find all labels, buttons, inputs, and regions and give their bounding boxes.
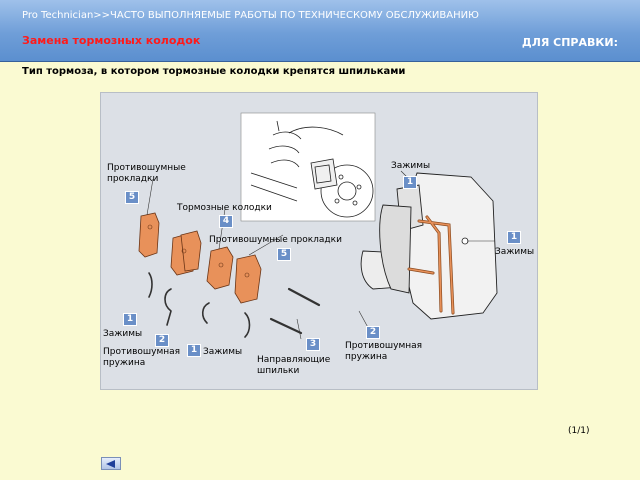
- left-triangle-icon: [106, 460, 115, 468]
- callout-2-right: 2: [366, 326, 380, 339]
- callout-5-mid: 5: [277, 248, 291, 261]
- callout-4: 4: [219, 215, 233, 228]
- label-anti-squeal-shims-mid: Противошумные прокладки: [209, 235, 342, 245]
- header-bar: Pro Technician>>ЧАСТО ВЫПОЛНЯЕМЫЕ РАБОТЫ…: [0, 0, 640, 62]
- back-button[interactable]: [101, 457, 121, 470]
- reference-link[interactable]: ДЛЯ СПРАВКИ:: [521, 36, 618, 49]
- label-clips-left: Зажимы: [103, 329, 143, 339]
- section-subtitle: Тип тормоза, в котором тормозные колодки…: [22, 66, 406, 77]
- label-clips-bottom: Зажимы: [203, 347, 243, 357]
- callout-1-right: 1: [507, 231, 521, 244]
- brake-diagram: Противошумные прокладки Зажимы Тормозные…: [100, 92, 538, 390]
- brake-illustration: [138, 112, 498, 340]
- label-brake-pads: Тормозные колодки: [177, 203, 272, 213]
- label-anti-rattle-spring-right: Противошумная пружина: [345, 341, 423, 362]
- label-clips-top: Зажимы: [391, 161, 431, 171]
- callout-1-top: 1: [403, 176, 417, 189]
- label-anti-squeal-shims-top: Противошумные прокладки: [107, 163, 186, 184]
- callout-1-left: 1: [123, 313, 137, 326]
- callout-2-left: 2: [155, 334, 169, 347]
- page-title: Замена тормозных колодок: [22, 34, 201, 47]
- label-clips-right: Зажимы: [495, 247, 535, 257]
- callout-3: 3: [306, 338, 320, 351]
- label-anti-rattle-spring-left: Противошумная пружина: [103, 347, 181, 368]
- label-guide-pins: Направляющие шпильки: [257, 355, 331, 376]
- page-indicator: (1/1): [568, 426, 590, 436]
- callout-1-bottom: 1: [187, 344, 201, 357]
- callout-5-top: 5: [125, 191, 139, 204]
- breadcrumb: Pro Technician>>ЧАСТО ВЫПОЛНЯЕМЫЕ РАБОТЫ…: [22, 10, 479, 21]
